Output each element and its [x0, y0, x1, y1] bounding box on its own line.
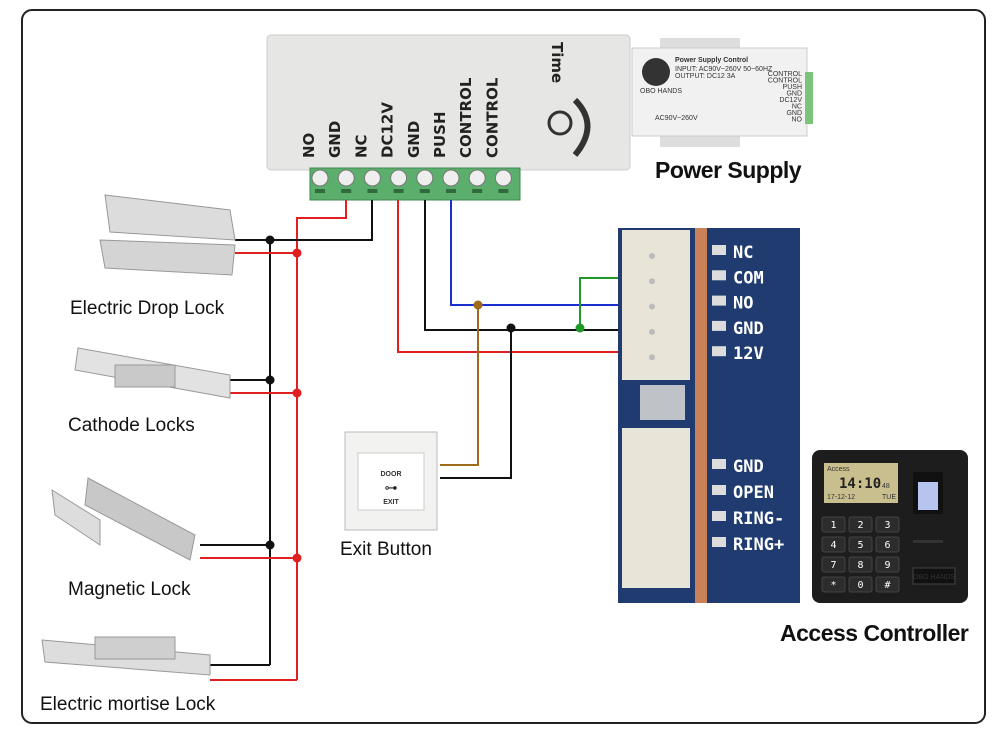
psu-voltage: AC90V~260V	[655, 115, 698, 122]
screen-title: Access	[827, 466, 850, 473]
keypad-key	[875, 556, 900, 573]
pin-label: 12V	[733, 344, 764, 364]
lock-label: Electric Drop Lock	[70, 298, 225, 319]
psu-terminal-label: CONTROL	[768, 78, 802, 85]
keypad-key-label: 6	[884, 540, 890, 551]
pin-label: NO	[733, 294, 753, 314]
keypad-key	[821, 536, 846, 553]
psu-terminal-label: NC	[792, 104, 802, 111]
keypad-key-label: 2	[857, 520, 863, 531]
terminal-label: PUSH	[431, 111, 449, 158]
terminal-screw	[442, 169, 460, 187]
controller-board: NC COM NO GND 12V GND OPEN RING- RING+	[618, 228, 800, 603]
lock-label: Electric mortise Lock	[40, 694, 216, 715]
keypad-key-label: 5	[857, 540, 863, 551]
terminal-label: GND	[326, 121, 344, 158]
terminal-label: GND	[405, 121, 423, 158]
screen-day: TUE	[882, 494, 896, 501]
pin-label: NC	[733, 243, 753, 263]
keypad-key-label: 8	[857, 560, 863, 571]
psu-output: OUTPUT: DC12 3A	[675, 73, 736, 80]
keypad-key	[848, 576, 873, 593]
exit-text: EXIT	[383, 499, 399, 506]
screen-date: 17-12-12	[827, 494, 855, 501]
lock-label: Cathode Locks	[68, 415, 195, 436]
psu-terminal-label: NO	[792, 117, 803, 124]
keypad-key-label: 4	[830, 540, 836, 551]
terminal-label: NO	[300, 133, 318, 158]
screen-seconds: 48	[882, 483, 890, 490]
wires	[200, 200, 645, 681]
pin-label: GND	[733, 457, 764, 477]
terminal-screw	[494, 169, 512, 187]
electric-mortise-lock: Electric mortise Lock	[40, 636, 216, 715]
keypad-key-label: 7	[830, 560, 836, 571]
keypad-key	[875, 536, 900, 553]
terminal-label: NC	[352, 134, 370, 158]
key-icon: ⊶	[385, 480, 398, 495]
terminal-label: CONTROL	[483, 77, 501, 158]
screen-time: 14:10	[839, 476, 881, 492]
keypad-key	[821, 516, 846, 533]
keypad-key	[848, 516, 873, 533]
keypad-key	[821, 556, 846, 573]
magnetic-lock: Magnetic Lock	[51, 477, 196, 600]
terminal-screw	[363, 169, 381, 187]
terminal-screw	[416, 169, 434, 187]
psu-terminal-label: CONTROL	[768, 71, 802, 78]
keypad-key-label: #	[884, 580, 890, 591]
terminal-label: CONTROL	[457, 77, 475, 158]
exit-button: DOOR ⊶ EXIT Exit Button	[340, 431, 438, 560]
keypad-key-label: 1	[830, 520, 836, 531]
electric-drop-lock: Electric Drop Lock	[70, 194, 236, 319]
fingerprint-sensor	[918, 482, 938, 510]
psu-terminal-label: GND	[786, 110, 802, 117]
keypad-key	[875, 576, 900, 593]
pin-label: GND	[733, 319, 764, 339]
pin-label: OPEN	[733, 483, 774, 503]
access-controller: Access 14:10 48 17-12-12 TUE OBO HANDS 1…	[780, 450, 969, 646]
lcd-screen	[824, 463, 898, 503]
pin-label: RING+	[733, 535, 784, 555]
terminal-screw	[390, 169, 408, 187]
psu-terminal-label: PUSH	[783, 84, 802, 91]
pin-label: RING-	[733, 509, 784, 529]
keypad-key-label: 0	[857, 580, 863, 591]
cathode-lock: Cathode Locks	[68, 347, 231, 436]
keypad-key	[875, 516, 900, 533]
terminal-screw	[468, 169, 486, 187]
keypad-key	[821, 576, 846, 593]
keypad-key-label: 3	[884, 520, 890, 531]
keypad-key	[848, 536, 873, 553]
door-text: DOOR	[381, 471, 402, 478]
power-supply-label: Power Supply	[655, 157, 802, 183]
keypad-key-label: 9	[884, 560, 890, 571]
hand-logo-icon	[642, 58, 670, 86]
keypad-key	[848, 556, 873, 573]
terminal-screw	[337, 169, 355, 187]
lock-label: Magnetic Lock	[68, 579, 191, 600]
psu-terminal-label: GND	[786, 91, 802, 98]
terminal-screw	[311, 169, 329, 187]
power-supply-unit: Time NO GND NC DC12V GND PUSH CONTROL CONTROL	[266, 34, 631, 201]
access-controller-label: Access Controller	[780, 620, 969, 646]
exit-button-label: Exit Button	[340, 539, 432, 560]
brand-logo-icon	[547, 110, 573, 136]
keypad-key-label: *	[830, 580, 836, 591]
psu-input: INPUT: AC90V~260V 50~60HZ	[675, 66, 773, 73]
power-supply-photo: OBO HANDS Power Supply Control INPUT: AC…	[631, 38, 813, 183]
brand-text: OBO HANDS	[640, 88, 682, 95]
pin-label: COM	[733, 268, 764, 288]
terminal-label: DC12V	[379, 102, 397, 158]
psu-terminal-label: DC12V	[779, 97, 802, 104]
brand-label: Time	[548, 42, 566, 83]
controller-brand: OBO HANDS	[913, 574, 955, 581]
psu-title: Power Supply Control	[675, 57, 748, 64]
